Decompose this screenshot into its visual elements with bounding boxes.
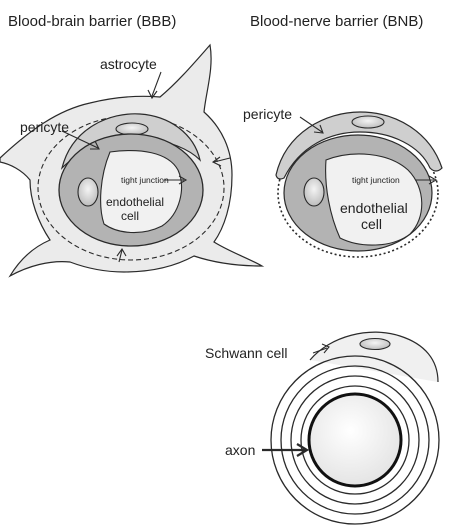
schwann-cell-label: Schwann cell xyxy=(205,345,288,361)
bnb-pericyte-label: pericyte xyxy=(243,106,292,122)
bbb-astrocyte-label: astrocyte xyxy=(100,56,157,72)
bbb-pericyte-label: pericyte xyxy=(20,119,69,135)
bbb-title: Blood-brain barrier (BBB) xyxy=(8,13,176,30)
bnb-title: Blood-nerve barrier (BNB) xyxy=(250,13,423,30)
bnb-endothelial-label: endothelial xyxy=(340,200,408,216)
bbb-endothelial-label: endothelial xyxy=(106,195,164,209)
bbb-tight-junction-label: tight junction xyxy=(121,175,169,185)
bnb-tight-junction-label: tight junction xyxy=(352,175,400,185)
bbb-cell-label: cell xyxy=(121,209,139,223)
axon xyxy=(309,394,401,486)
bnb-cell-label: cell xyxy=(361,216,382,232)
bbb-endothelial-cell xyxy=(59,134,203,246)
axon-label: axon xyxy=(225,442,255,458)
